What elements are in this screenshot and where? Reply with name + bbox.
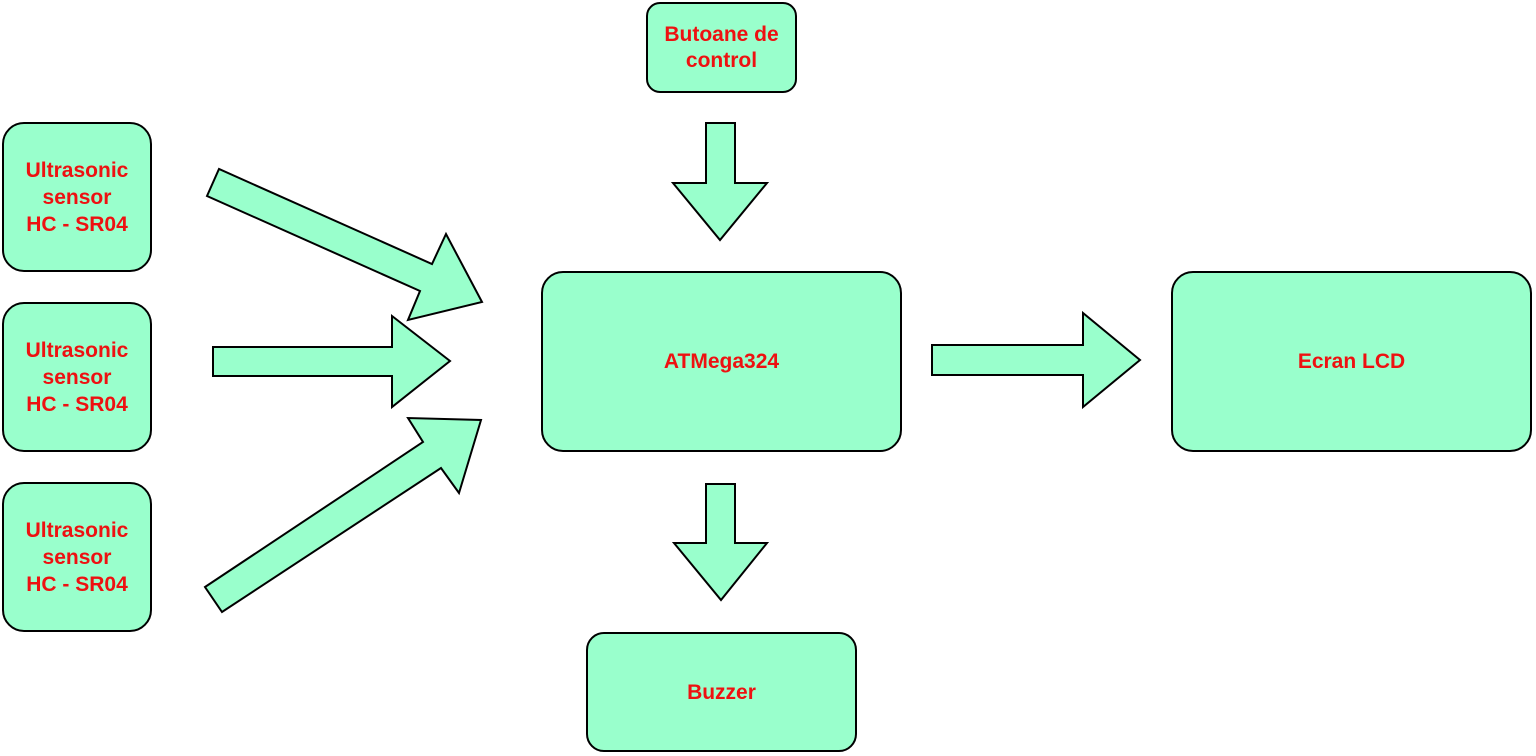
arrow-mcu-to-lcd (931, 310, 1142, 410)
arrow-sensor1-to-mcu (205, 167, 484, 322)
ultrasonic-sensor-label-1: Ultrasonic sensor HC - SR04 (25, 158, 129, 236)
lcd-screen-block: Ecran LCD (1171, 271, 1532, 452)
buzzer-label: Buzzer (687, 680, 756, 704)
ultrasonic-sensor-label-2: Ultrasonic sensor HC - SR04 (25, 338, 129, 416)
buzzer-block: Buzzer (586, 632, 857, 752)
ultrasonic-sensor-block-1: Ultrasonic sensor HC - SR04 (2, 122, 152, 272)
microcontroller-block: ATMega324 (541, 271, 902, 452)
ultrasonic-sensor-block-3: Ultrasonic sensor HC - SR04 (2, 482, 152, 632)
arrow-sensor3-to-mcu (203, 416, 483, 614)
control-buttons-block: Butoane de control (646, 2, 797, 93)
arrow-mcu-to-buzzer (671, 483, 770, 602)
ultrasonic-sensor-block-2: Ultrasonic sensor HC - SR04 (2, 302, 152, 452)
microcontroller-label: ATMega324 (663, 350, 780, 373)
control-buttons-label: Butoane de control (664, 22, 779, 72)
arrow-sensor2-to-mcu (212, 313, 452, 410)
ultrasonic-sensor-label-3: Ultrasonic sensor HC - SR04 (25, 518, 129, 596)
arrow-buttons-to-mcu (670, 122, 770, 242)
lcd-screen-label: Ecran LCD (1297, 350, 1406, 373)
